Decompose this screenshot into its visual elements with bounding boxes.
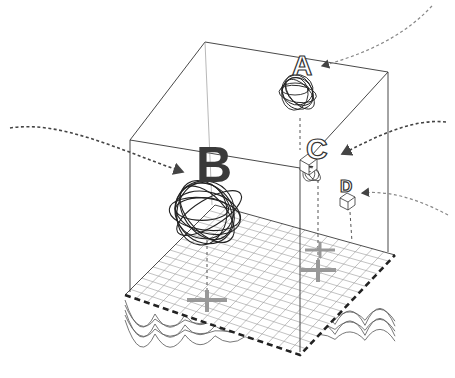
floor-crosses <box>187 242 336 312</box>
point-letter: A <box>292 52 312 80</box>
floor-grid <box>125 205 395 355</box>
grid-line <box>181 239 359 293</box>
cube-wireframe <box>130 42 388 352</box>
grid-line <box>176 244 354 298</box>
grid-line <box>245 239 338 336</box>
point-letter: C <box>306 134 328 164</box>
grid-line <box>289 252 384 351</box>
grid-line <box>209 211 389 262</box>
scribble-spheres <box>163 69 323 255</box>
scribble-loop <box>170 184 246 242</box>
scribble-loop <box>170 182 247 243</box>
input-arrows <box>10 6 448 215</box>
point-letter: B <box>196 140 232 190</box>
grid-line <box>223 233 316 329</box>
floor-plane <box>125 205 395 355</box>
grid-line <box>256 243 350 341</box>
grid-line <box>278 249 372 348</box>
floor-edges <box>125 205 395 355</box>
point-letter: D <box>340 178 352 195</box>
grid-line <box>267 246 361 344</box>
